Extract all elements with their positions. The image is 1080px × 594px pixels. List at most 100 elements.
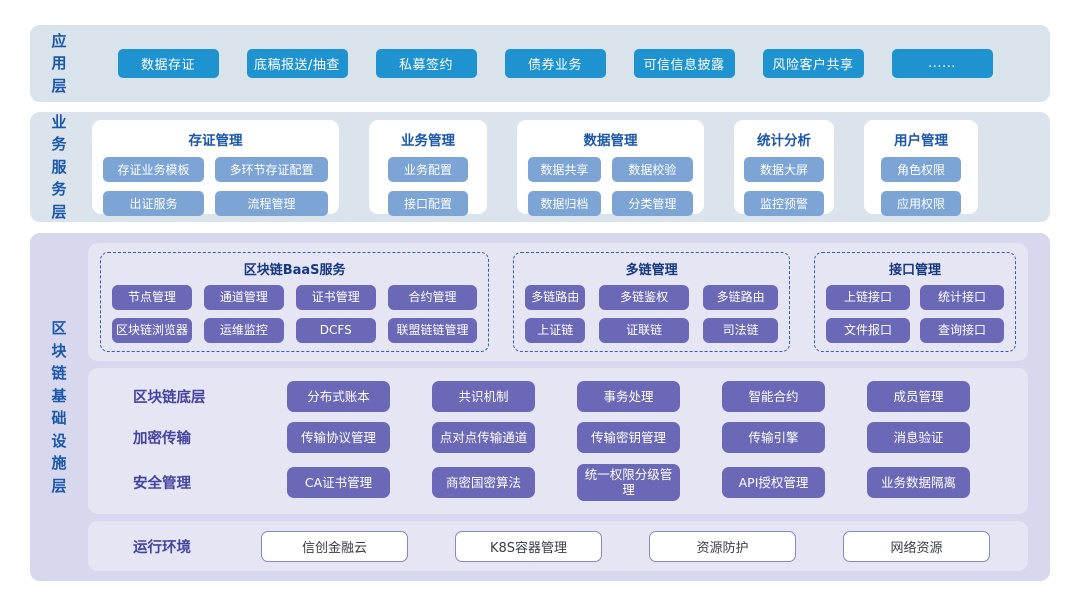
biz-item: 存证业务模板 (103, 157, 204, 182)
biz-group-card: 统计分析数据大屏监控预警 (734, 120, 834, 216)
app-item: 底稿报送/抽查 (246, 49, 348, 78)
infra-service-item: 文件报口 (826, 318, 911, 343)
runtime-item: K8S容器管理 (455, 530, 602, 562)
infra-core-panel: 区块链底层 分布式账本 共识机制 事务处理 智能合约 成员管理加密传输 传输协议管理 点对点传… (88, 368, 1028, 514)
biz-item: 数据共享 (528, 157, 601, 182)
infra-core-row: 加密传输 传输协议管理 点对点传输通道 传输密钥管理 传输引擎 消息验证 (133, 422, 970, 454)
layer-application: 应用层 数据存证底稿报送/抽查私募签约债券业务可信信息披露风险客户共享.....… (30, 25, 1050, 102)
infra-service-item: 上证链 (525, 318, 586, 343)
application-items: 数据存证底稿报送/抽查私募签约债券业务可信信息披露风险客户共享...... (88, 25, 1050, 102)
infra-core-item: 分布式账本 (287, 381, 390, 412)
infra-core-item: 点对点传输通道 (432, 422, 535, 454)
biz-item: 多环节存证配置 (214, 157, 328, 182)
infra-service-item: DCFS (295, 318, 376, 343)
infra-service-box-items: 上链接口统计接口文件报口查询接口 (826, 285, 1004, 343)
biz-item: 业务配置 (388, 157, 468, 182)
layer-blockchain-infrastructure-label-column: 区块链基础设施层 (30, 233, 88, 581)
infra-core-item: 成员管理 (867, 381, 970, 412)
biz-item: 数据归档 (528, 191, 601, 216)
layer-blockchain-infrastructure-label: 区块链基础设施层 (51, 319, 67, 495)
app-item: 私募签约 (375, 49, 477, 78)
app-item: 风险客户共享 (762, 49, 864, 78)
infra-service-item: 区块链浏览器 (112, 318, 192, 343)
biz-group-title: 业务管理 (401, 133, 455, 149)
app-item: 债券业务 (504, 49, 606, 78)
biz-group-title: 用户管理 (894, 133, 948, 149)
app-item: 可信信息披露 (633, 49, 735, 78)
layer-application-label-column: 应用层 (30, 25, 88, 102)
infra-service-box-title: 区块链BaaS服务 (243, 263, 346, 278)
infra-core-row: 区块链底层 分布式账本 共识机制 事务处理 智能合约 成员管理 (133, 381, 970, 412)
business-service-groups: 存证管理存证业务模板多环节存证配置出证服务流程管理业务管理业务配置接口配置数据管… (88, 112, 1050, 222)
layer-blockchain-infrastructure: 区块链基础设施层 区块链BaaS服务节点管理通道管理证书管理合约管理区块链浏览器… (30, 233, 1050, 581)
infra-service-box: 多链管理多链路由多链鉴权多链路由上证链证联链司法链 (513, 252, 791, 352)
infra-core-item: CA证书管理 (287, 466, 390, 498)
infra-core-item: 商密国密算法 (432, 466, 535, 498)
biz-group-items: 数据共享数据校验数据归档分类管理 (528, 157, 693, 216)
biz-group-card: 用户管理角色权限应用权限 (864, 120, 978, 216)
biz-group-card: 业务管理业务配置接口配置 (369, 120, 487, 216)
infra-service-item: 合约管理 (387, 285, 478, 310)
layer-business-service-label-column: 业务服务层 (30, 112, 88, 222)
biz-group-items: 存证业务模板多环节存证配置出证服务流程管理 (103, 157, 328, 216)
biz-group-card: 存证管理存证业务模板多环节存证配置出证服务流程管理 (92, 120, 339, 216)
biz-group-title: 数据管理 (583, 133, 638, 149)
infra-core-item: 消息验证 (867, 422, 970, 454)
biz-group-title: 统计分析 (757, 133, 811, 149)
infra-service-item: 多链鉴权 (599, 285, 690, 310)
layer-application-label: 应用层 (51, 31, 67, 95)
infra-service-item: 司法链 (703, 318, 779, 343)
biz-item: 分类管理 (611, 191, 693, 216)
biz-group-items: 角色权限应用权限 (875, 157, 967, 216)
infra-service-item: 运维监控 (203, 318, 284, 343)
infra-core-item: 事务处理 (577, 381, 680, 412)
infra-service-box-title: 接口管理 (889, 263, 942, 278)
infra-core-item: 统一权限分级管理 (577, 463, 680, 501)
biz-item: 流程管理 (214, 191, 328, 216)
app-item: ...... (891, 49, 993, 78)
infra-core-item: 共识机制 (432, 381, 535, 412)
infra-core-item: 传输引擎 (722, 422, 825, 454)
biz-item: 数据校验 (611, 157, 693, 182)
infra-service-box: 接口管理上链接口统计接口文件报口查询接口 (814, 252, 1016, 352)
biz-item: 出证服务 (103, 191, 204, 216)
runtime-item: 信创金融云 (261, 530, 408, 562)
layer-business-service-label: 业务服务层 (51, 112, 67, 221)
biz-group-items: 业务配置接口配置 (380, 157, 476, 216)
biz-item: 接口配置 (388, 191, 468, 216)
biz-group-card: 数据管理数据共享数据校验数据归档分类管理 (517, 120, 704, 216)
infra-core-item: 业务数据隔离 (867, 466, 970, 498)
infra-service-item: 通道管理 (203, 285, 284, 310)
biz-group-items: 数据大屏监控预警 (744, 157, 824, 216)
infra-core-row-label: 区块链底层 (133, 390, 206, 406)
biz-item: 应用权限 (881, 191, 961, 216)
infra-core-item: 传输密钥管理 (577, 422, 680, 454)
infra-service-item: 联盟链链管理 (387, 318, 478, 343)
infra-core-item: 传输协议管理 (287, 422, 390, 454)
infra-service-item: 上链接口 (826, 285, 911, 310)
app-item: 数据存证 (117, 49, 219, 78)
infra-core-row: 安全管理 CA证书管理 商密国密算法 统一权限分级管理 API授权管理 业务数据隔离 (133, 463, 970, 501)
infra-service-box-title: 多链管理 (625, 263, 678, 278)
infra-service-item: 节点管理 (112, 285, 192, 310)
runtime-label: 运行环境 (133, 539, 191, 556)
infra-core-row-label: 加密传输 (133, 431, 191, 448)
infra-service-item: 查询接口 (920, 318, 1004, 343)
biz-item: 监控预警 (744, 191, 824, 216)
biz-group-title: 存证管理 (188, 133, 243, 149)
infra-service-item: 多链路由 (525, 285, 586, 310)
layer-business-service: 业务服务层 存证管理存证业务模板多环节存证配置出证服务流程管理业务管理业务配置接… (30, 112, 1050, 222)
infra-core-item: API授权管理 (722, 466, 825, 498)
biz-item: 数据大屏 (744, 157, 824, 182)
infra-core-item: 智能合约 (722, 381, 825, 412)
infra-service-box-items: 多链路由多链鉴权多链路由上证链证联链司法链 (525, 285, 779, 343)
infra-core-row-label: 安全管理 (133, 475, 191, 492)
infra-service-item: 证联链 (599, 318, 690, 343)
infra-service-item: 统计接口 (920, 285, 1004, 310)
